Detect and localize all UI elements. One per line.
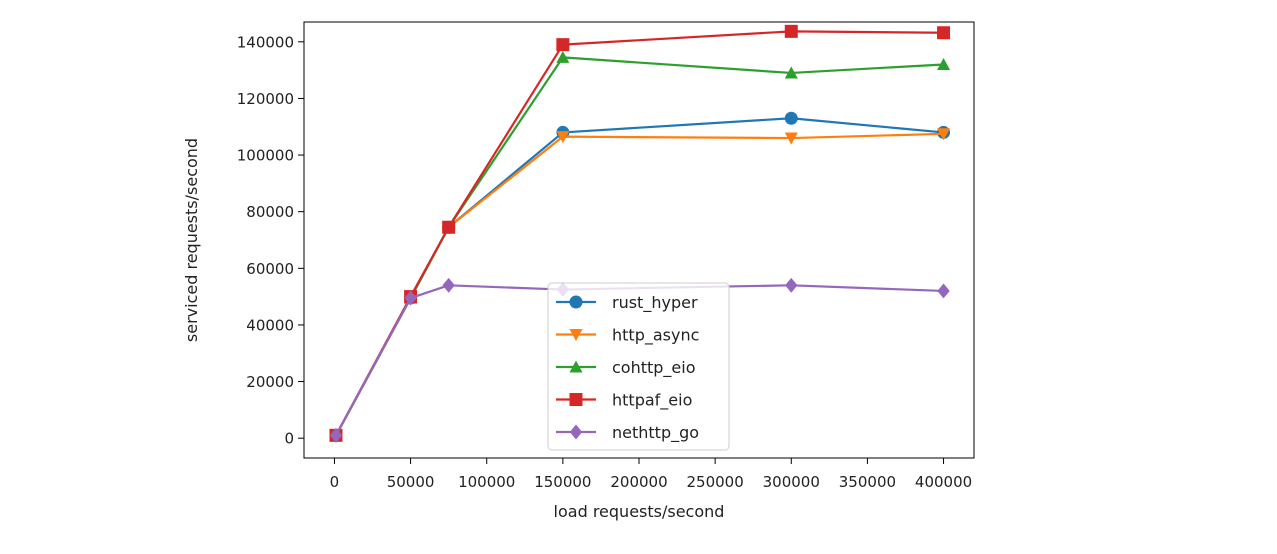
data-point [556,50,570,63]
legend-marker [569,295,583,309]
data-point [785,277,798,293]
x-tick-label: 300000 [763,473,820,491]
legend-item: cohttp_eio [556,358,696,378]
y-tick-label: 120000 [237,90,294,108]
x-tick-label: 50000 [387,473,435,491]
series-nethttp-go [329,277,950,443]
y-axis-label: serviced requests/second [182,138,201,342]
legend: rust_hyper http_async cohttp_eio httpaf_eio… [547,282,730,451]
data-point [556,131,570,144]
legend-label: http_async [612,326,699,346]
data-point [404,290,417,306]
data-point [937,26,951,40]
data-point [937,128,951,141]
data-point [937,283,950,299]
x-tick-label: 150000 [534,473,591,491]
legend-marker [569,328,583,341]
legend-item: httpaf_eio [556,391,692,411]
y-tick-label: 40000 [246,316,294,334]
legend-marker [569,360,583,373]
legend-box [547,282,730,451]
data-point [329,427,343,443]
series-line [335,284,944,436]
x-tick-label: 350000 [839,473,896,491]
x-tick-label: 100000 [458,473,515,491]
x-tick-label: 250000 [687,473,744,491]
y-tick-label: 20000 [246,373,294,391]
data-point [442,220,456,234]
data-point [784,111,798,125]
y-tick-label: 60000 [246,260,294,278]
legend-label: rust_hyper [612,293,698,313]
data-point [937,57,951,70]
legend-label: cohttp_eio [612,358,696,378]
data-point [442,277,455,293]
legend-marker [569,393,583,406]
y-tick-label: 0 [284,430,294,448]
x-tick-label: 400000 [915,473,972,491]
y-tick-label: 100000 [237,147,294,165]
series-layer [329,24,951,443]
legend-label: nethttp_go [612,423,699,443]
x-tick-label: 0 [330,473,340,491]
data-point [784,24,798,38]
x-tick-label: 200000 [610,473,667,491]
legend-marker [569,424,583,440]
legend-item: rust_hyper [556,293,698,313]
legend-label: httpaf_eio [612,391,692,411]
data-point [784,66,798,79]
data-point [556,38,570,52]
legend-item: http_async [556,326,699,346]
y-tick-label: 140000 [237,33,294,51]
y-tick-label: 80000 [246,203,294,221]
data-point [784,132,798,145]
x-axis-label: load requests/second [554,502,725,521]
legend-item: nethttp_go [556,423,699,443]
